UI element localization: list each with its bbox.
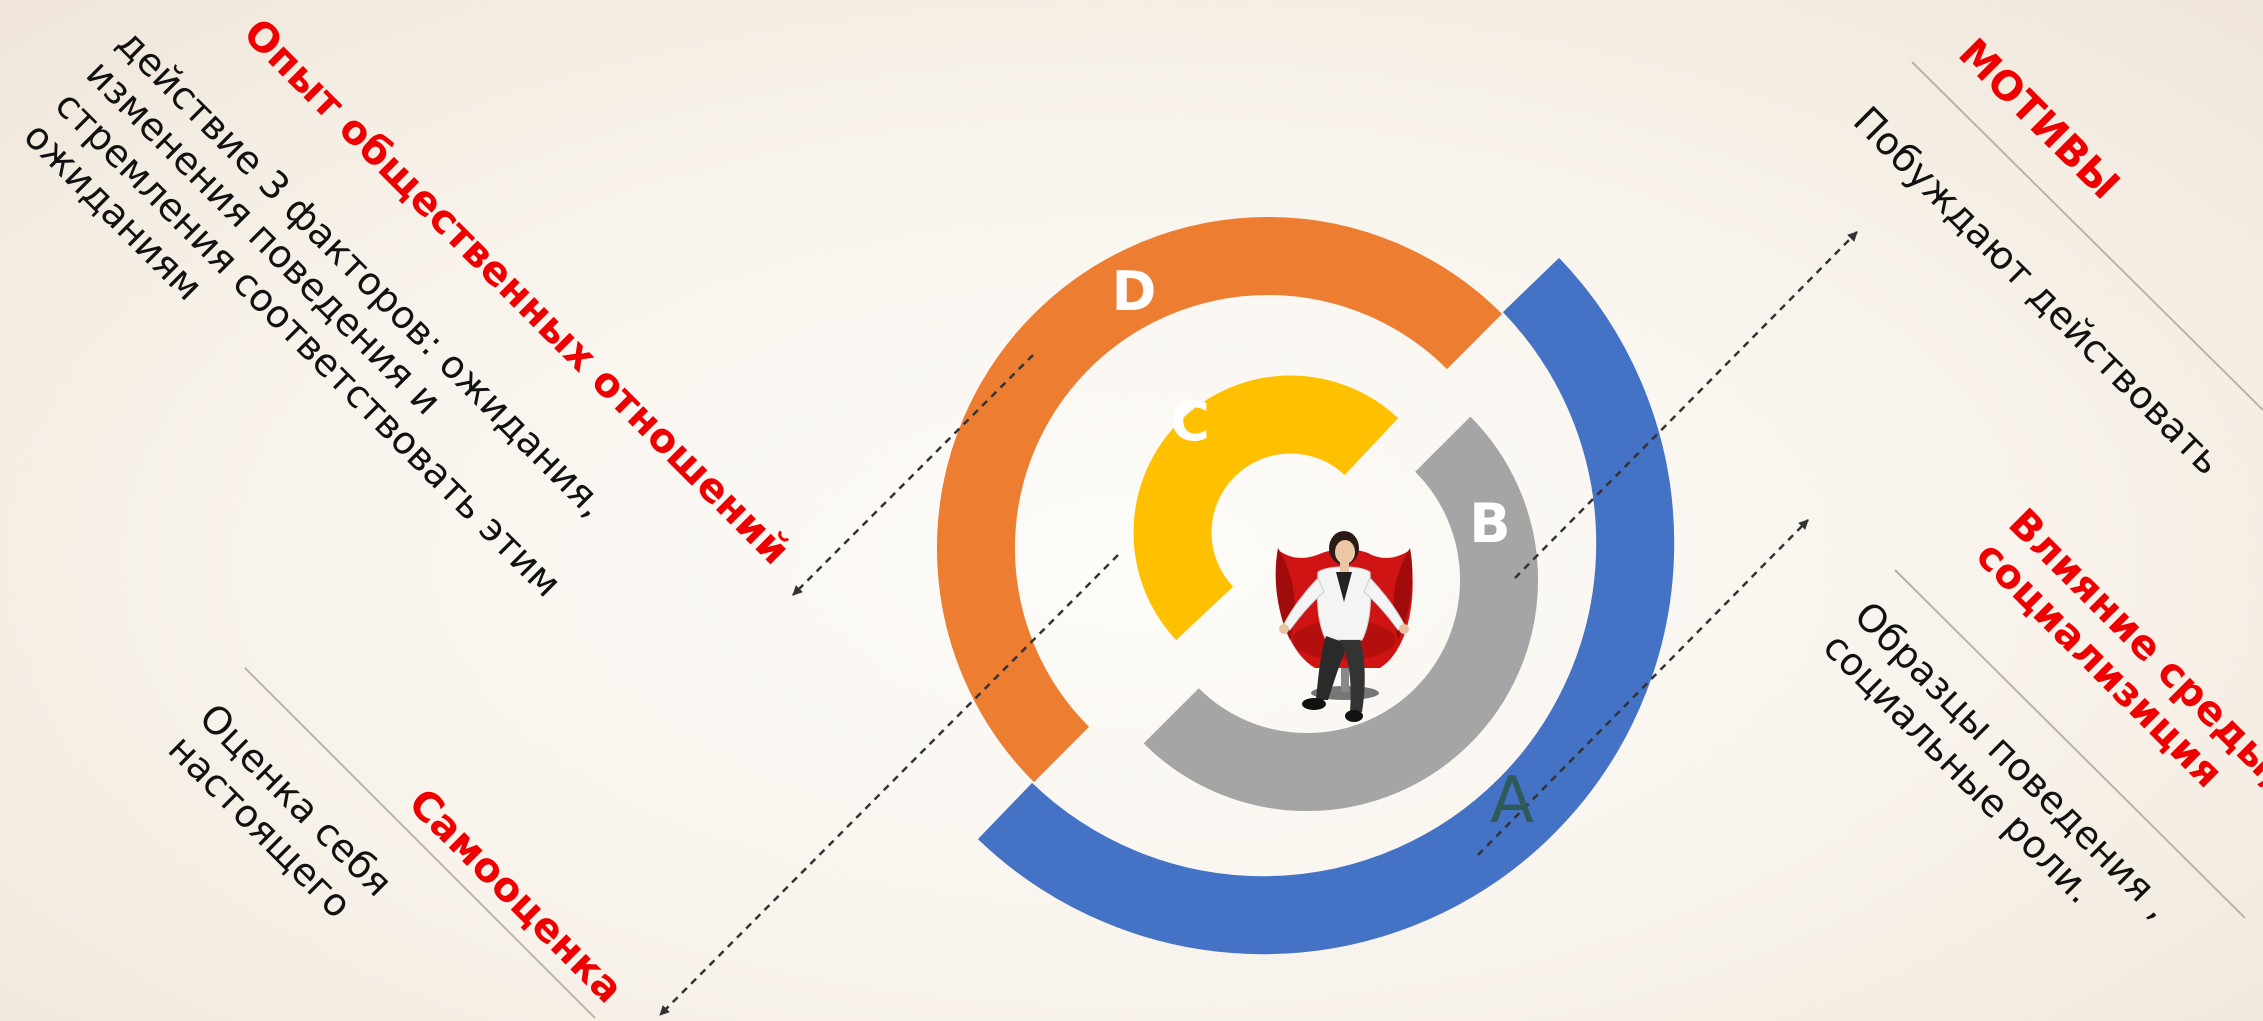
ring-label-c: C	[1170, 390, 1210, 453]
ring-label-d: D	[1112, 260, 1157, 323]
ring-label-b: B	[1469, 492, 1510, 555]
ring-arc-d	[976, 256, 1475, 755]
arrow-to-self-esteem	[660, 555, 1118, 1015]
ring-label-a: A	[1490, 764, 1534, 838]
woman-in-armchair-figure	[1276, 531, 1413, 722]
